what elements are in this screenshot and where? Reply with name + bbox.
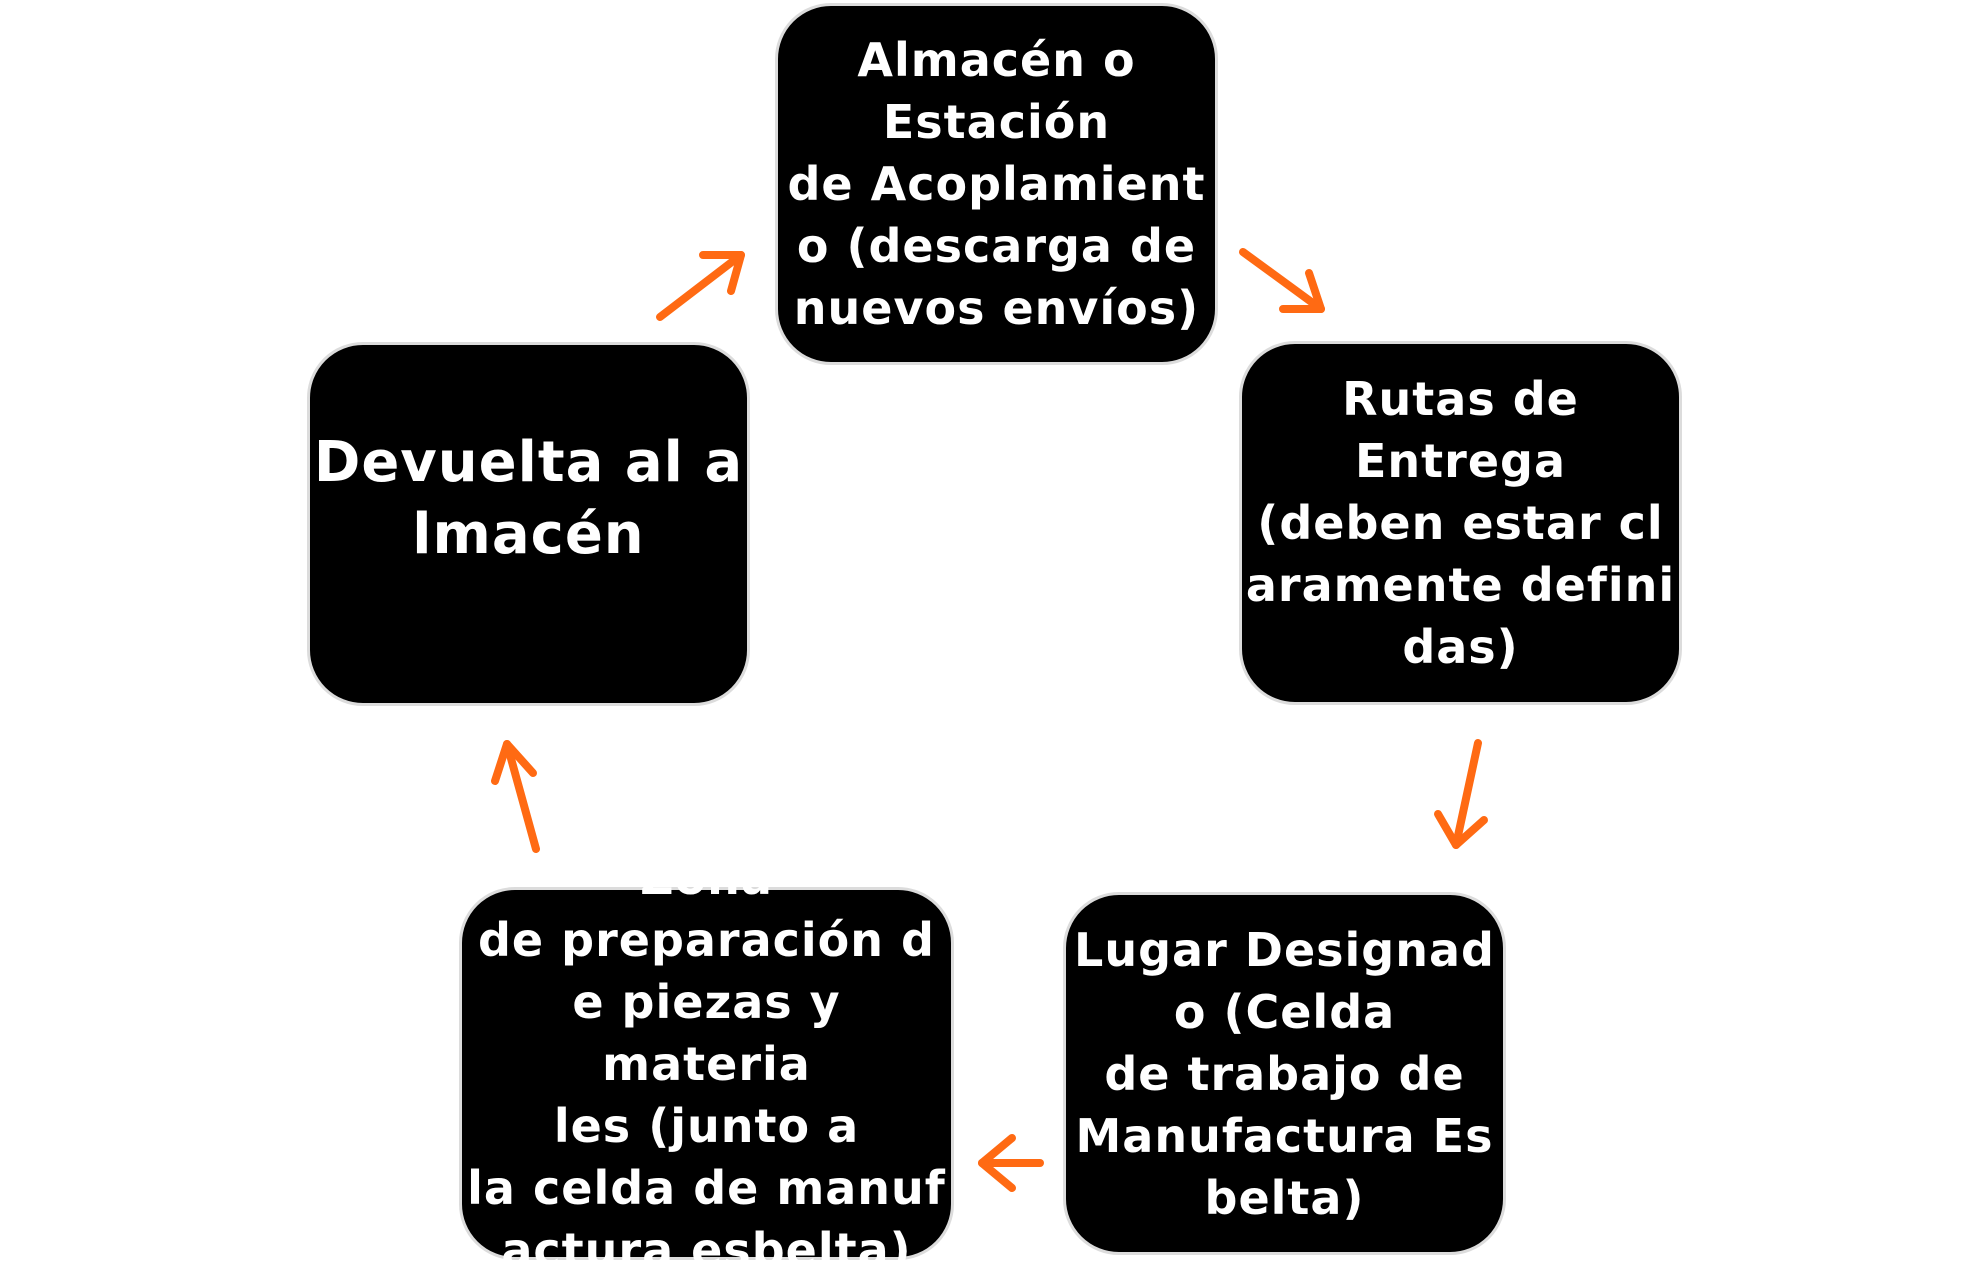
arrow-routes-to-place xyxy=(1434,739,1488,849)
arrow-place-to-zone xyxy=(978,1134,1044,1192)
node-return-to-warehouse-label: Devuelta al a lmacén xyxy=(313,430,744,567)
node-delivery-routes: Rutas de Entrega (deben estar cl arament… xyxy=(1239,341,1682,705)
node-designated-place-label: Lugar Designad o (Celda de trabajo de Ma… xyxy=(1074,922,1495,1225)
node-designated-place: Lugar Designad o (Celda de trabajo de Ma… xyxy=(1063,892,1506,1255)
node-preparation-zone-label: Zona de preparación d e piezas y materia… xyxy=(467,850,946,1277)
node-warehouse: Almacén o Estación de Acoplamient o (des… xyxy=(775,3,1218,365)
node-warehouse-label: Almacén o Estación de Acoplamient o (des… xyxy=(787,33,1206,335)
arrow-return-to-warehouse xyxy=(656,251,745,321)
node-preparation-zone: Zona de preparación d e piezas y materia… xyxy=(459,851,954,1277)
node-delivery-routes-label: Rutas de Entrega (deben estar cl arament… xyxy=(1245,372,1676,674)
arrow-warehouse-to-routes xyxy=(1239,248,1325,313)
arrow-zone-to-return xyxy=(491,740,540,853)
node-return-to-warehouse: Devuelta al a lmacén xyxy=(307,342,750,706)
